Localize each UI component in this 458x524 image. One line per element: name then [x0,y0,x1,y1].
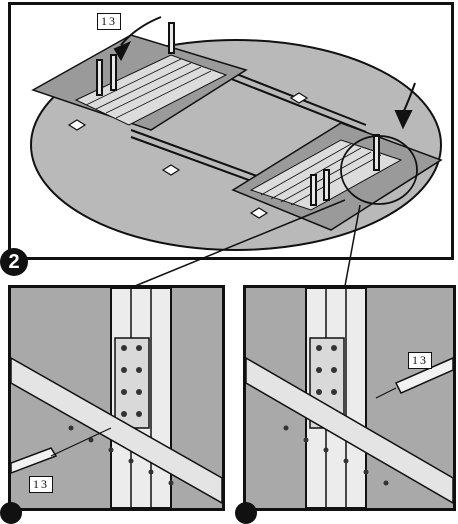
bottom-rail [246,357,453,504]
part-number-label: 13 [97,13,121,30]
overview-panel: 13 [8,2,454,260]
rail-holes [68,425,174,486]
corner-badge-left [0,502,22,524]
part-number-label: 13 [29,476,53,493]
rail-holes [283,425,389,486]
detail-drawing-left [11,288,222,508]
insert-bar [394,357,453,394]
bracket-plate [114,337,150,429]
step-number-badge: 2 [0,248,28,276]
bolt-holes [121,345,142,417]
insert-piece [11,447,58,474]
part-number-label: 13 [408,352,432,369]
detail-panel-left: 13 [8,285,225,511]
magnify-circle-icon [340,135,418,205]
corner-badge-right [235,502,257,524]
overview-drawing [30,16,443,251]
posts [96,22,380,206]
curved-arrow-icon [394,82,416,130]
detail-panel-right: 13 [243,285,456,511]
bottom-rail [11,357,222,504]
detail-drawing-right [246,288,453,508]
curved-arrow-icon [113,16,162,62]
